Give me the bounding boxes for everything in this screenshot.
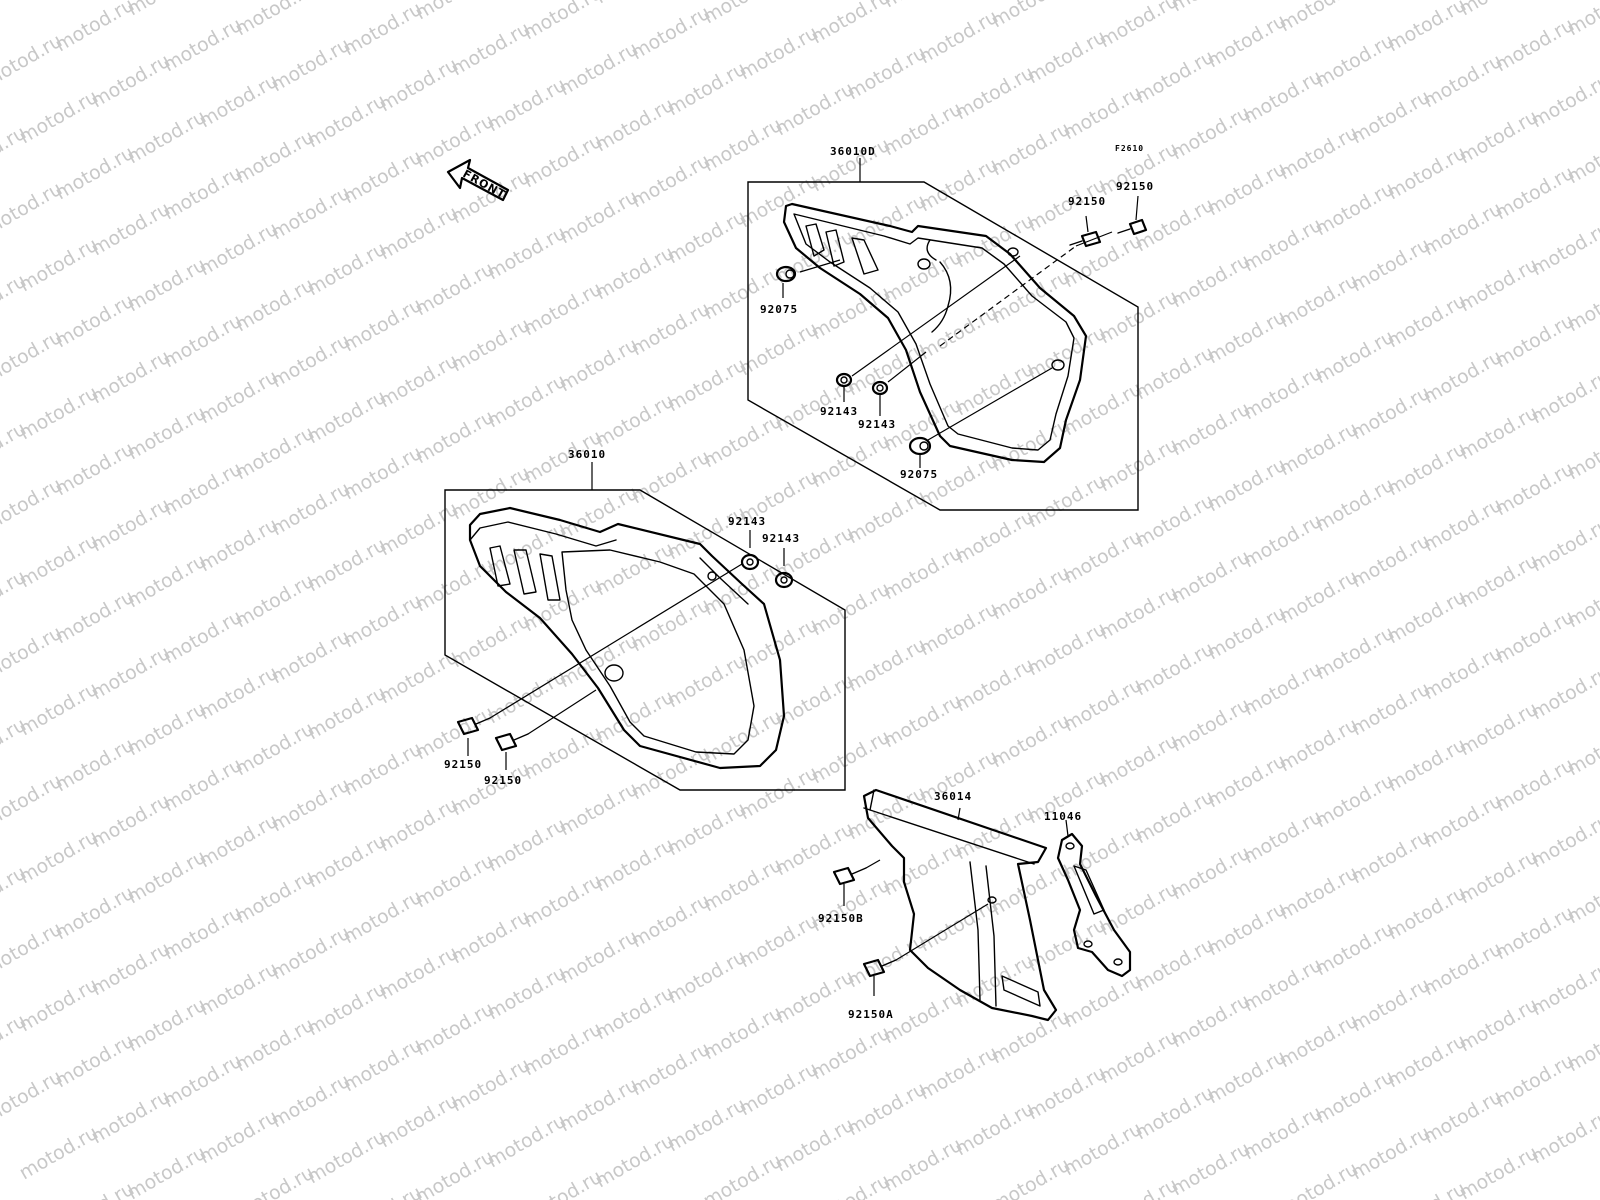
watermark-text: motod.ru	[1564, 274, 1600, 337]
part-label-92143: 92143	[858, 418, 896, 431]
part-label-92143: 92143	[728, 515, 766, 528]
collar-icon	[774, 571, 794, 589]
watermark-text: motod.ru	[520, 1166, 606, 1200]
watermark-text: motod.ru	[412, 0, 498, 24]
watermark-text: motod.ru	[1528, 662, 1600, 725]
lower-fasteners	[832, 807, 1069, 996]
watermark-text: motod.ru	[700, 0, 786, 28]
watermark-text: motod.ru	[1564, 866, 1600, 929]
bolt-icon	[862, 958, 897, 978]
upper-assembly-box	[747, 158, 1139, 511]
watermark-text: motod.ru	[1384, 0, 1470, 56]
middle-assembly-box	[444, 462, 846, 791]
part-label-92075: 92075	[760, 303, 798, 316]
watermark-text: motod.ru	[1528, 366, 1600, 429]
side-cover-left-part	[782, 202, 1088, 464]
watermark-text: motod.ru	[808, 1170, 894, 1200]
watermark-text: motod.ru	[1564, 570, 1600, 633]
watermark-text: motod.ru	[808, 0, 894, 48]
watermark-text: motod.ru	[232, 0, 318, 40]
watermark-text: motod.ru	[1528, 514, 1600, 577]
watermark-text: motod.ru	[1564, 422, 1600, 485]
watermark-text: motod.ru	[1564, 718, 1600, 781]
watermark-text: motod.ru	[592, 0, 678, 8]
watermark-text: motod.ru	[1528, 70, 1600, 133]
watermark-text: motod.ru	[304, 0, 390, 4]
part-label-92150: 92150	[1068, 195, 1106, 208]
upper-fasteners	[775, 195, 1148, 468]
watermark-text: motod.ru	[1096, 1174, 1182, 1200]
bolt-icon	[832, 866, 867, 886]
watermark-text: motod.ru	[1096, 0, 1182, 52]
part-label-92143: 92143	[762, 532, 800, 545]
part-label-92075: 92075	[900, 468, 938, 481]
part-label-92150: 92150	[484, 774, 522, 787]
part-label-36014: 36014	[934, 790, 972, 803]
middle-fasteners	[456, 530, 794, 770]
bolt-icon	[1117, 218, 1148, 236]
grommet-icon	[775, 265, 797, 283]
watermark-text: motod.ru	[124, 0, 210, 20]
watermark-text: motod.ru	[1528, 958, 1600, 1021]
watermark-text: motod.ru	[1528, 810, 1600, 873]
part-label-92150: 92150	[444, 758, 482, 771]
bolt-icon	[456, 716, 491, 736]
watermark-text: motod.ru	[988, 0, 1074, 32]
part-label-92150B: 92150B	[818, 912, 864, 925]
watermark-text: motod.ru	[1528, 218, 1600, 281]
part-label-36010: 36010	[568, 448, 606, 461]
watermark-text: motod.ru	[1528, 1106, 1600, 1169]
part-label-11046: 11046	[1044, 810, 1082, 823]
part-label-92143: 92143	[820, 405, 858, 418]
grommet-icon	[908, 436, 932, 456]
watermark-text: motod.ru	[1276, 0, 1362, 36]
bracket-part	[1056, 832, 1132, 978]
watermark-text: motod.ru	[1564, 126, 1600, 189]
bolt-icon	[494, 732, 529, 752]
watermark-text: motod.ru	[880, 0, 966, 12]
figure-code: F2610	[1115, 144, 1144, 153]
watermark-text: motod.ru	[52, 0, 138, 56]
collar-icon	[740, 553, 760, 571]
watermark-text: motod.ru	[1168, 0, 1254, 16]
part-label-92150: 92150	[1116, 180, 1154, 193]
watermark-text: motod.ru	[1456, 0, 1542, 20]
watermark-text: motod.ru	[1564, 1014, 1600, 1077]
part-label-36010D: 36010D	[830, 145, 876, 158]
part-label-92150A: 92150A	[848, 1008, 894, 1021]
watermark-text: motod.ru	[520, 0, 606, 44]
chain-guard-part	[862, 788, 1058, 1022]
